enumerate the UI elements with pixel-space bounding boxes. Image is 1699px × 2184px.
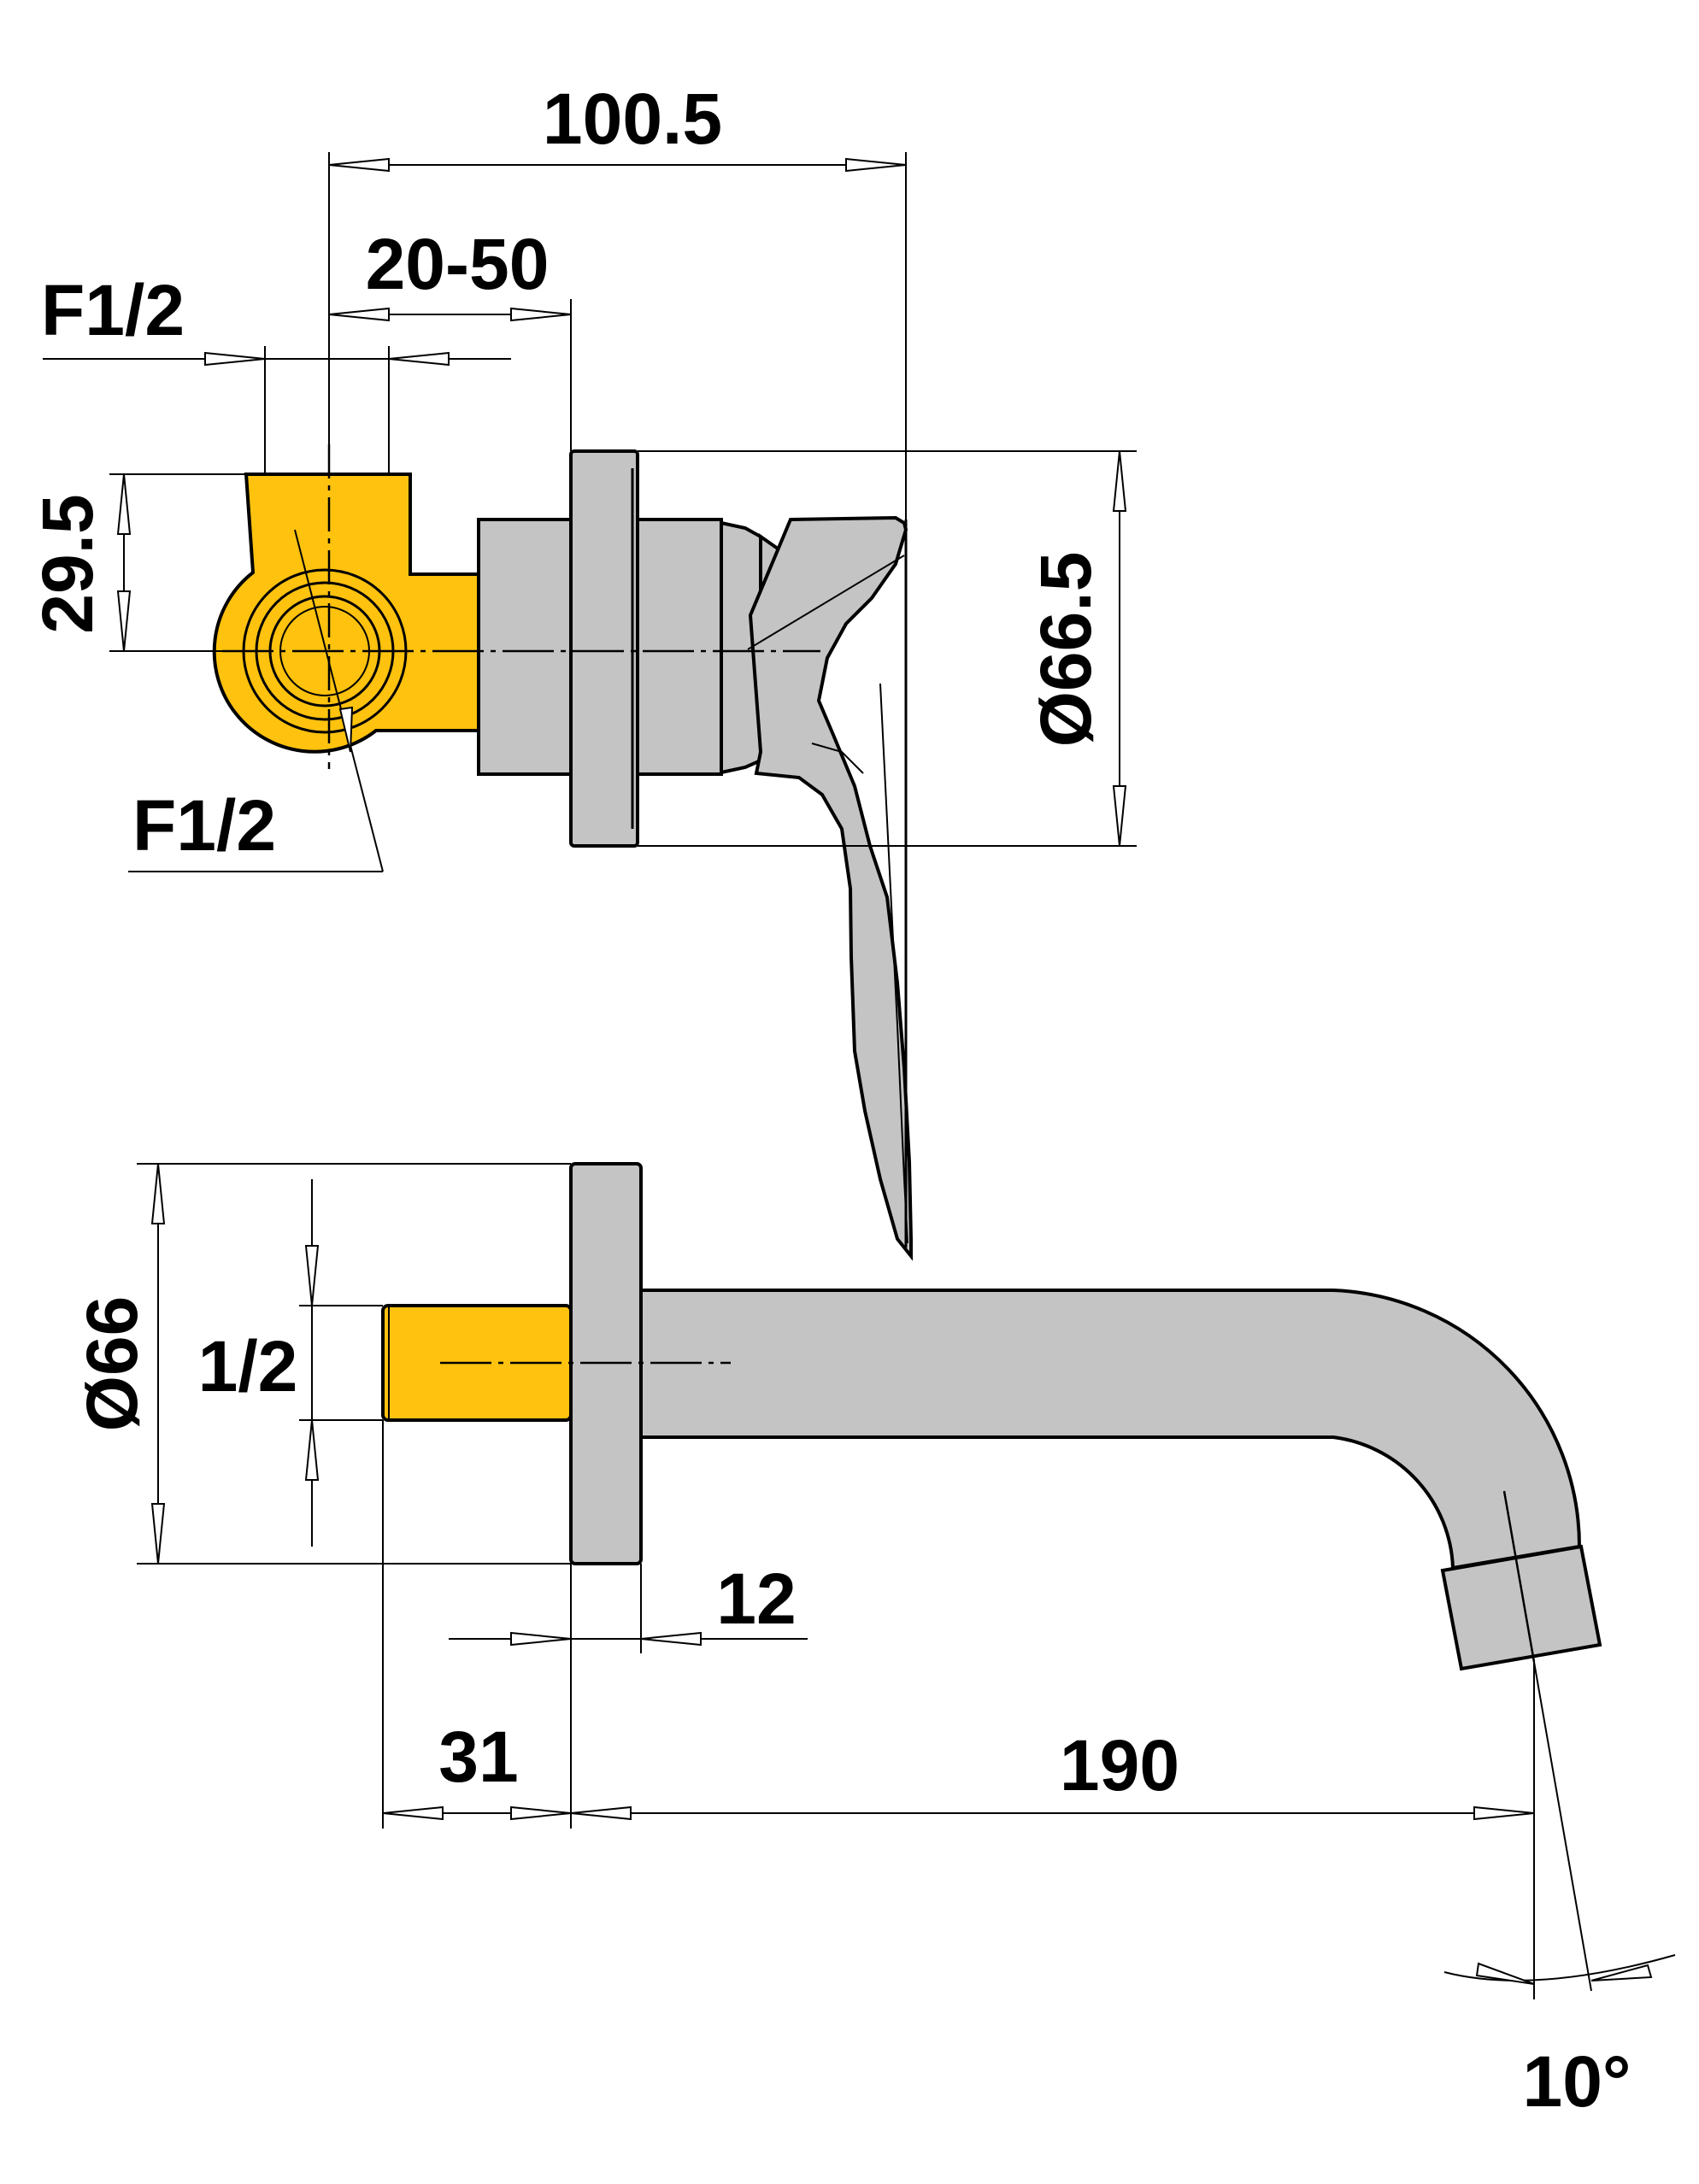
label-mixer-plate-diameter: Ø66.5 [1026,552,1106,748]
arrow-half-top [304,1245,320,1306]
arrow-12-right [640,1631,702,1647]
arrow-12-left [510,1631,572,1647]
label-wall-range: 20-50 [366,224,550,304]
arrow-66-bottom [150,1503,166,1565]
lever-projection [747,555,905,650]
label-inlet-height: 29.5 [27,494,108,634]
arrow-f12-bottom [338,706,354,753]
label-mixer-depth: 100.5 [543,79,722,159]
spout-assembly [381,1162,1602,1671]
lever-fold [811,743,864,774]
mixer-cover [636,518,723,776]
mixer-wall-plate [569,449,639,848]
label-inlet-thread-bottom: F1/2 [132,785,276,866]
angle-leg [1533,1661,1592,1992]
arrow-100-5-left [328,157,390,173]
arrow-f12-top-right [388,351,450,367]
label-spout-plate-diameter: Ø66 [72,1296,152,1432]
arrow-190-left [570,1805,632,1821]
arrow-f12-top-left [204,351,266,367]
spout-pipe [632,1289,1582,1570]
arrow-100-5-right [845,157,907,173]
arrow-190-right [1473,1805,1535,1821]
mixer-assembly [212,444,913,1261]
spout-tip [1440,1544,1602,1671]
arrow-20-50-right [510,307,572,322]
arrow-half-bottom [304,1419,320,1481]
angle-arc [1443,1954,1676,1981]
arrow-29-5-bottom [116,590,132,652]
arrow-66-5-top [1112,450,1127,512]
arrow-29-5-top [116,473,132,535]
label-spout-thread-length: 31 [438,1717,518,1797]
arrow-angle-left [1475,1962,1535,1985]
arrow-66-5-bottom [1112,785,1127,847]
arrow-20-50-left [328,307,390,322]
arrow-66-top [150,1163,166,1224]
label-spout-reach: 190 [1060,1725,1179,1805]
label-inlet-thread-top: F1/2 [41,270,185,350]
label-spout-thread: 1/2 [198,1326,298,1406]
mixer-dimensions: 100.5 20-50 F1/2 29.5 F1/2 Ø66.5 [27,79,1137,872]
arrow-angle-right [1590,1964,1653,1981]
leader-f12-bottom [294,529,384,872]
arrow-31-left [382,1805,444,1821]
arrow-31-right [510,1805,572,1821]
spout-dimensions: Ø66 1/2 12 31 190 10° [72,1163,1676,2122]
label-spout-angle: 10° [1522,2041,1631,2122]
label-spout-plate-thickness: 12 [716,1559,796,1639]
mixer-sleeve [477,518,576,776]
mixer-lever-handle [748,515,913,1261]
tip-centerline [1502,1490,1536,1663]
